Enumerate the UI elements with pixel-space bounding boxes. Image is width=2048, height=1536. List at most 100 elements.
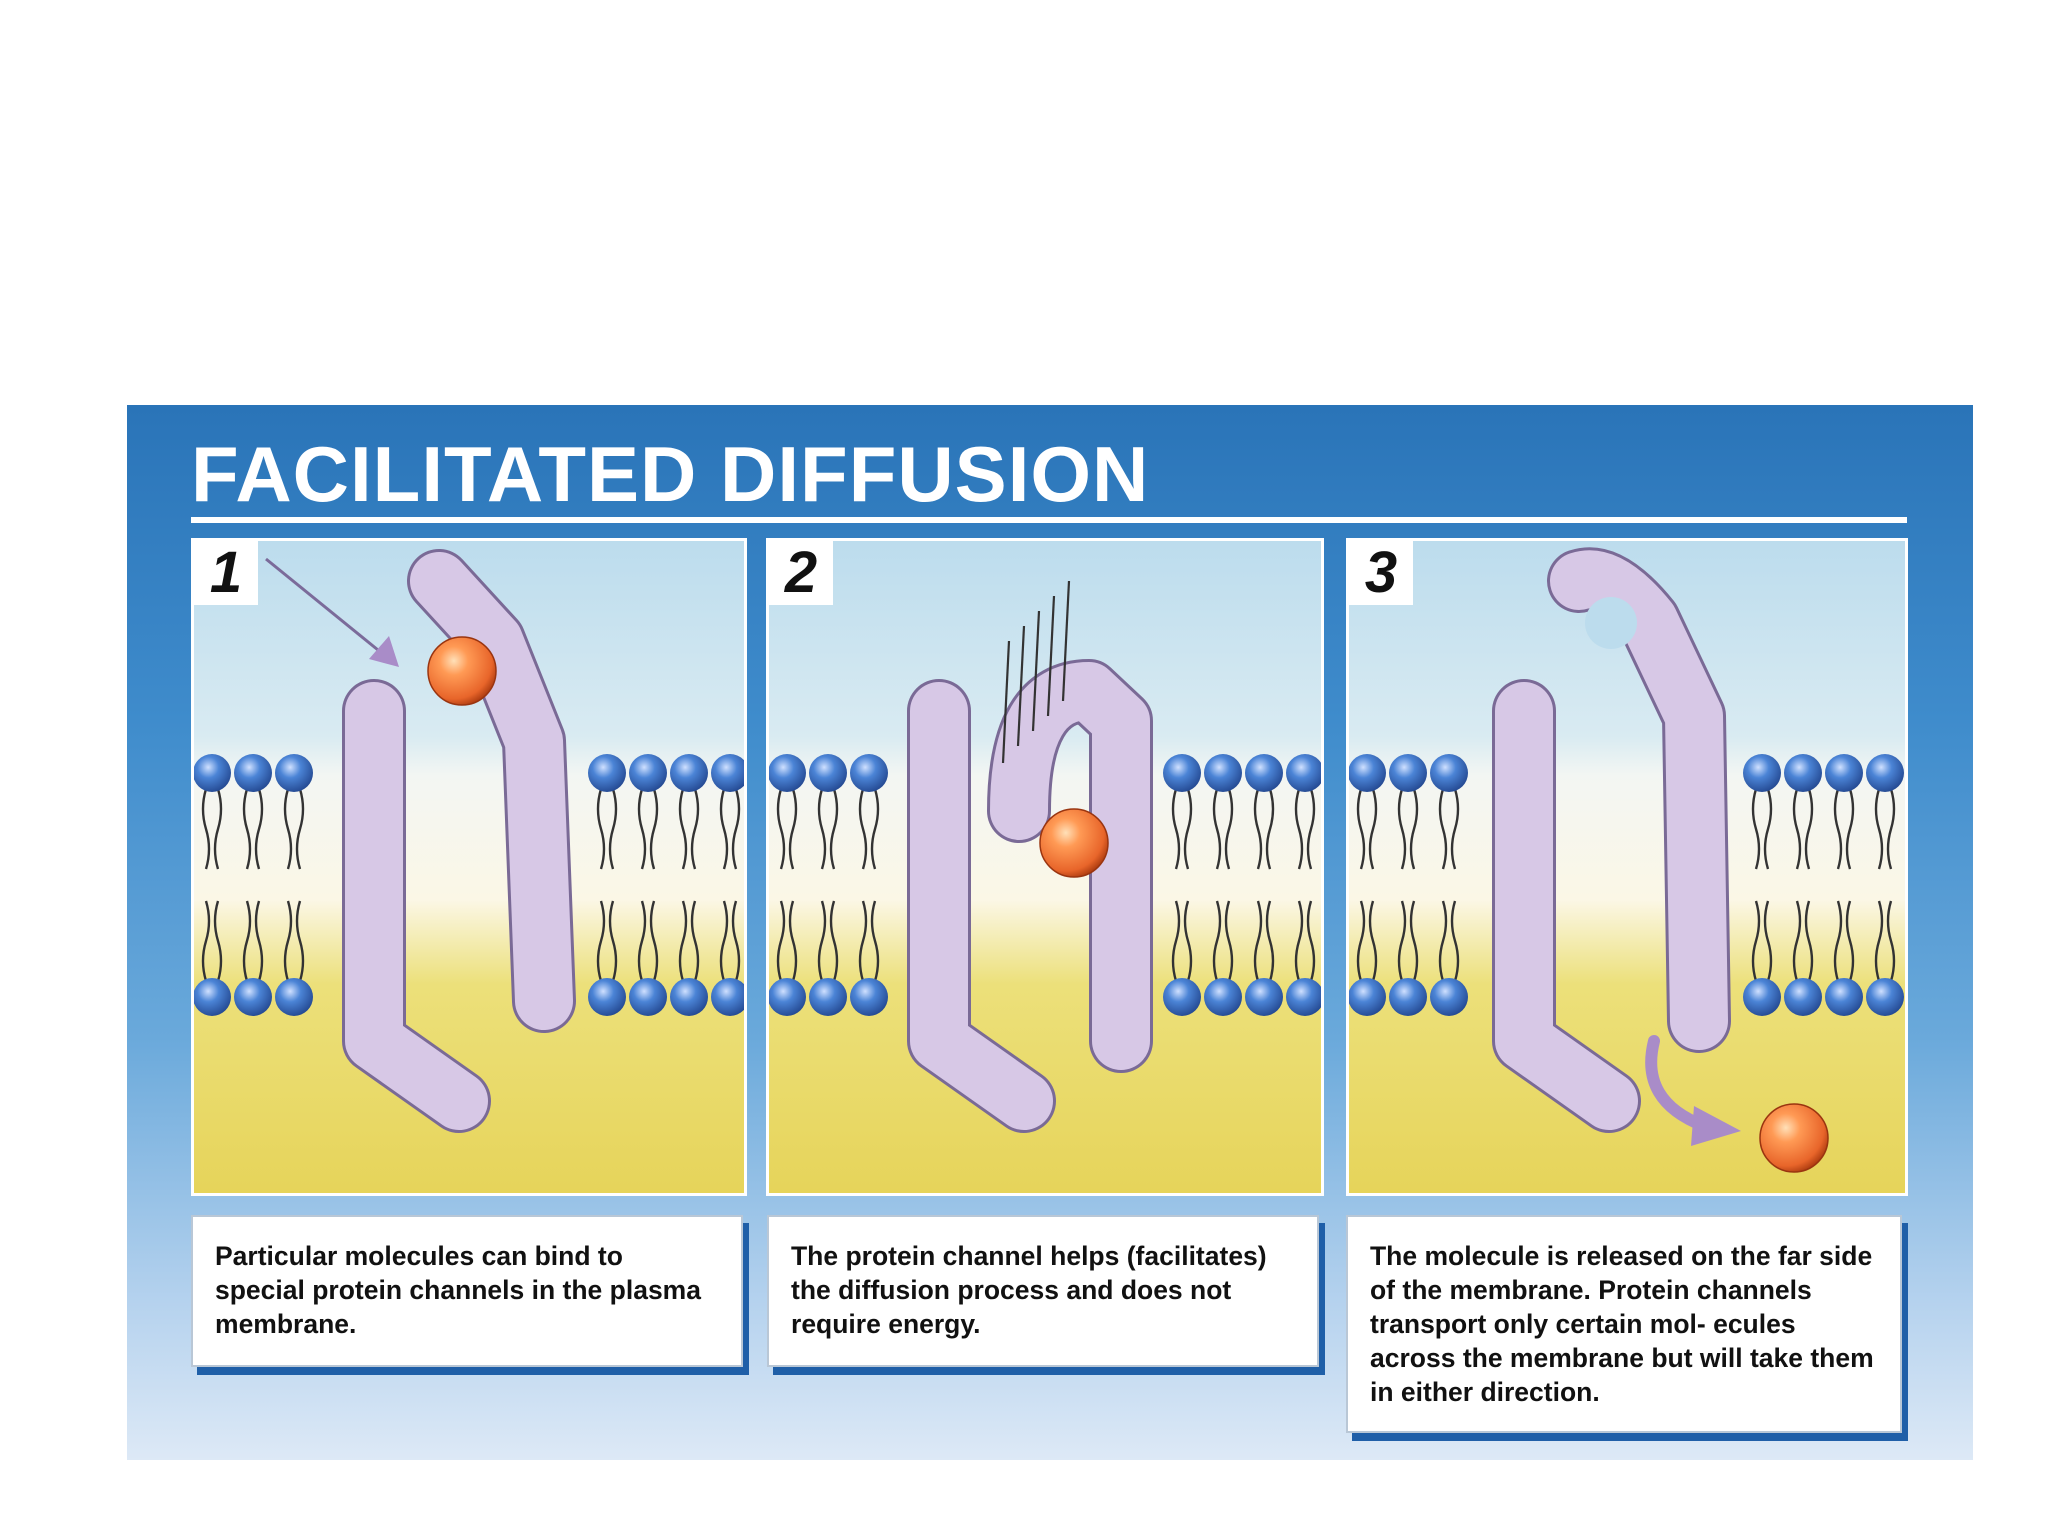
phospholipid-head bbox=[850, 978, 888, 1016]
lipid-tail bbox=[1294, 788, 1316, 870]
release-arrow-head bbox=[1691, 1106, 1741, 1146]
phospholipid-head bbox=[850, 754, 888, 792]
phospholipid-head bbox=[275, 754, 313, 792]
phospholipid-head bbox=[769, 754, 806, 792]
phospholipid-bilayer bbox=[1349, 754, 1904, 1016]
lipid-tail bbox=[678, 788, 700, 870]
phospholipid-head bbox=[1163, 754, 1201, 792]
lipid-tail bbox=[1171, 900, 1193, 982]
phospholipid-head bbox=[809, 754, 847, 792]
lipid-tail bbox=[678, 900, 700, 982]
phospholipid-head bbox=[629, 754, 667, 792]
lipid-tail bbox=[1792, 788, 1814, 870]
lipid-tail bbox=[1356, 900, 1378, 982]
lipid-tail bbox=[1356, 788, 1378, 870]
phospholipid-head bbox=[588, 754, 626, 792]
lipid-tail bbox=[1212, 900, 1234, 982]
phospholipid-head bbox=[1430, 978, 1468, 1016]
phospholipid-head bbox=[1743, 754, 1781, 792]
lipid-tail bbox=[1397, 788, 1419, 870]
phospholipid-head bbox=[194, 978, 231, 1016]
lipid-tail bbox=[719, 788, 741, 870]
lipid-tail bbox=[1253, 788, 1275, 870]
channel-protein-right bbox=[410, 552, 573, 1030]
lipid-tail bbox=[776, 788, 798, 870]
phospholipid-head bbox=[234, 754, 272, 792]
lipid-tail bbox=[1833, 900, 1855, 982]
step-2-panel: 2 bbox=[766, 538, 1324, 1196]
release-arrow bbox=[1645, 1035, 1710, 1132]
lipid-tail bbox=[1833, 788, 1855, 870]
arrow-line bbox=[265, 557, 395, 665]
lipid-tail bbox=[1397, 900, 1419, 982]
molecule-sphere bbox=[1039, 808, 1109, 878]
lipid-tail bbox=[1171, 788, 1193, 870]
phospholipid-head bbox=[1204, 978, 1242, 1016]
lipid-tail bbox=[596, 900, 618, 982]
phospholipid-bilayer bbox=[769, 754, 1321, 1016]
step-3-number: 3 bbox=[1349, 541, 1413, 605]
lipid-tail bbox=[858, 788, 880, 870]
lipid-tail bbox=[1874, 900, 1896, 982]
step-2-caption: The protein channel helps (facilitates) … bbox=[767, 1215, 1319, 1367]
lipid-tail bbox=[1751, 788, 1773, 870]
lipid-tail bbox=[1294, 900, 1316, 982]
step-3-illustration bbox=[1349, 541, 1905, 1193]
diagram-title: FACILITATED DIFFUSION bbox=[191, 430, 1150, 518]
phospholipid-head bbox=[769, 978, 806, 1016]
binding-site bbox=[1585, 597, 1637, 649]
phospholipid-head bbox=[194, 754, 231, 792]
phospholipid-head bbox=[711, 978, 744, 1016]
lipid-tail bbox=[201, 788, 223, 870]
step-3-caption: The molecule is released on the far side… bbox=[1346, 1215, 1902, 1433]
step-1-number: 1 bbox=[194, 541, 258, 605]
phospholipid-head bbox=[1389, 978, 1427, 1016]
step-1-panel: 1 bbox=[191, 538, 747, 1196]
phospholipid-head bbox=[1866, 754, 1904, 792]
channel-protein-left bbox=[910, 682, 1053, 1130]
lipid-tail bbox=[776, 900, 798, 982]
step-3-panel: 3 bbox=[1346, 538, 1908, 1196]
phospholipid-head bbox=[1866, 978, 1904, 1016]
phospholipid-head bbox=[1349, 754, 1386, 792]
phospholipid-head bbox=[275, 978, 313, 1016]
lipid-tail bbox=[242, 788, 264, 870]
lipid-tail bbox=[1438, 900, 1460, 982]
channel-protein-right bbox=[1550, 550, 1728, 1050]
molecule-sphere bbox=[427, 636, 497, 706]
phospholipid-head bbox=[1389, 754, 1427, 792]
lipid-tail bbox=[201, 900, 223, 982]
phospholipid-head bbox=[1245, 978, 1283, 1016]
phospholipid-head bbox=[1825, 978, 1863, 1016]
phospholipid-head bbox=[1430, 754, 1468, 792]
channel-protein-left bbox=[1495, 682, 1638, 1130]
phospholipid-head bbox=[1784, 978, 1822, 1016]
arrow-head bbox=[369, 636, 399, 667]
step-2-illustration bbox=[769, 541, 1321, 1193]
lipid-tail bbox=[637, 900, 659, 982]
lipid-tail bbox=[1212, 788, 1234, 870]
phospholipid-head bbox=[1825, 754, 1863, 792]
phospholipid-bilayer bbox=[194, 754, 744, 1016]
phospholipid-head bbox=[670, 978, 708, 1016]
phospholipid-head bbox=[1784, 754, 1822, 792]
lipid-tail bbox=[1253, 900, 1275, 982]
motion-lines bbox=[1001, 580, 1071, 764]
lipid-tail bbox=[283, 788, 305, 870]
phospholipid-head bbox=[1204, 754, 1242, 792]
phospholipid-head bbox=[711, 754, 744, 792]
lipid-tail bbox=[1751, 900, 1773, 982]
step-1-illustration bbox=[194, 541, 744, 1193]
lipid-tail bbox=[1438, 788, 1460, 870]
diagram-board: FACILITATED DIFFUSION 1 2 3 Particular m… bbox=[127, 405, 1973, 1460]
lipid-tail bbox=[1792, 900, 1814, 982]
lipid-tail bbox=[637, 788, 659, 870]
molecule-sphere bbox=[1759, 1103, 1829, 1173]
lipid-tail bbox=[817, 900, 839, 982]
lipid-tail bbox=[858, 900, 880, 982]
phospholipid-head bbox=[809, 978, 847, 1016]
phospholipid-head bbox=[629, 978, 667, 1016]
channel-protein-left bbox=[345, 682, 488, 1130]
lipid-tail bbox=[242, 900, 264, 982]
channel-protein-right bbox=[990, 662, 1150, 1070]
